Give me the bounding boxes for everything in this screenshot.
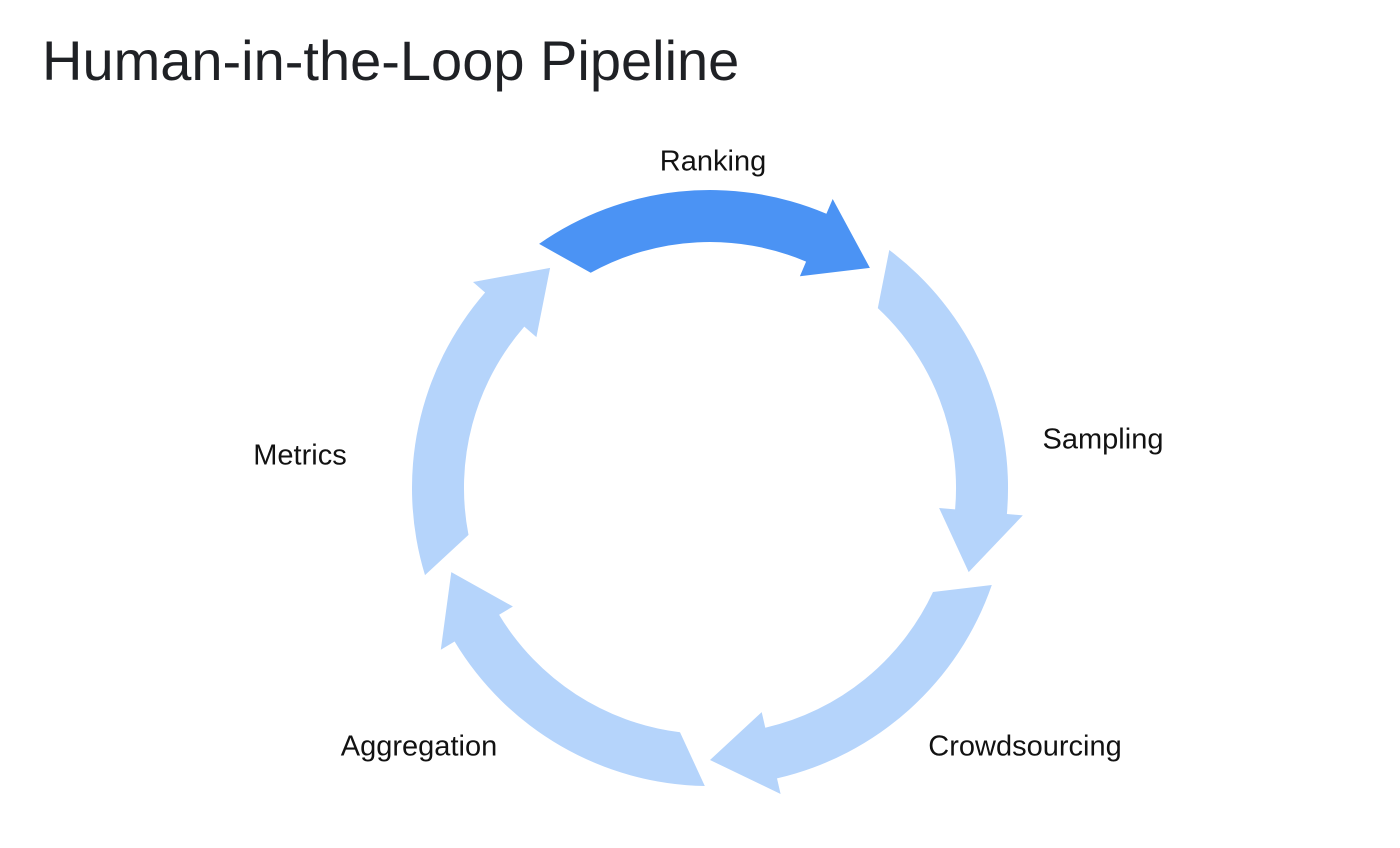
cycle-label-sampling: Sampling bbox=[1042, 423, 1164, 456]
cycle-arrow-sampling bbox=[877, 250, 1023, 573]
cycle-arrow-aggregation bbox=[440, 572, 705, 786]
cycle-arrow-crowdsourcing bbox=[710, 585, 992, 794]
cycle-arrow-ranking bbox=[539, 190, 870, 277]
page-title: Human-in-the-Loop Pipeline bbox=[42, 29, 740, 92]
cycle-arrow-metrics bbox=[411, 267, 551, 576]
cycle-label-crowdsourcing: Crowdsourcing bbox=[928, 730, 1122, 763]
cycle-label-ranking: Ranking bbox=[659, 145, 767, 178]
cycle-label-metrics: Metrics bbox=[253, 439, 347, 472]
cycle-label-aggregation: Aggregation bbox=[340, 730, 498, 763]
